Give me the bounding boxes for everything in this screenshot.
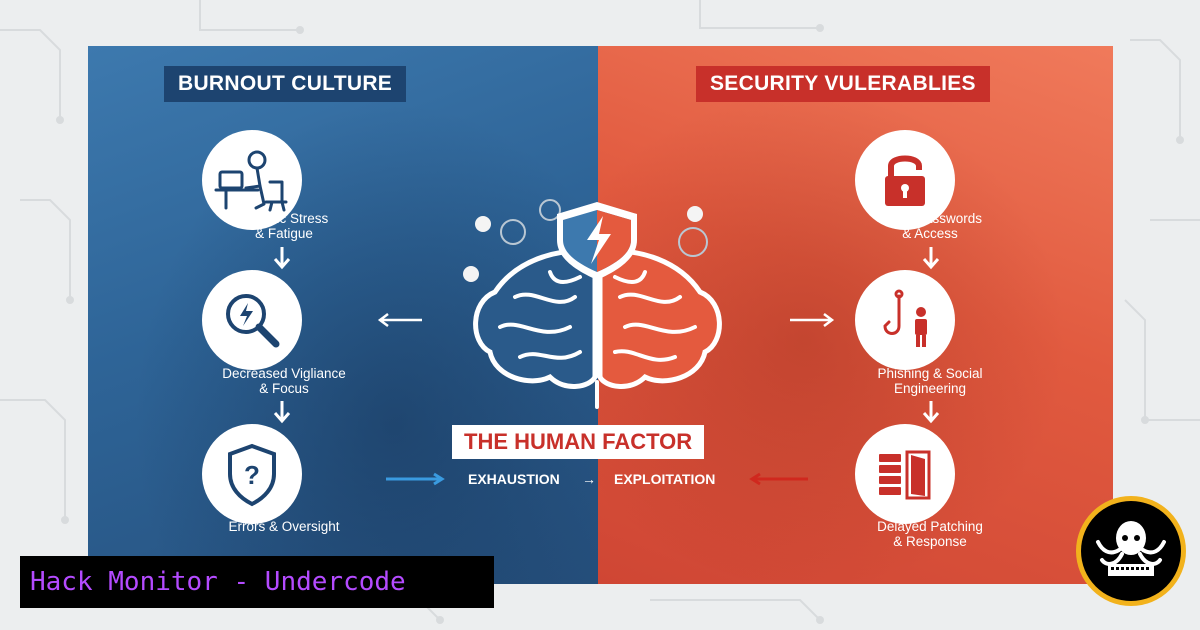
- step-weak-passwords: Weak Passwords& Access: [877, 211, 983, 241]
- arrow-blue-right: [386, 472, 446, 486]
- arrow-right: [790, 312, 836, 328]
- stressed-worker-icon: [202, 130, 302, 230]
- svg-text:?: ?: [244, 460, 260, 490]
- hack-monitor-banner: Hack Monitor - Undercode: [20, 556, 494, 608]
- brain-shield-icon: [463, 199, 722, 409]
- burnout-title: BURNOUT CULTURE: [164, 66, 407, 102]
- phishing-hook-icon: [855, 270, 955, 370]
- undercode-octopus-logo: [1076, 496, 1186, 606]
- human-factor-title: THE HUMAN FACTOR: [452, 425, 705, 459]
- step-decreased-vigilance: Decreased Vigliance& Focus: [222, 366, 346, 396]
- flow-exhaustion: EXHAUSTION: [468, 471, 560, 487]
- step-errors-oversight: Errors & Oversight: [228, 519, 340, 534]
- padlock-icon: [855, 130, 955, 230]
- flow-arrow: →: [582, 471, 596, 487]
- arrow-down-2: [273, 401, 291, 425]
- question-shield-icon: ?: [202, 424, 302, 524]
- magnifier-icon: [202, 270, 302, 370]
- arrow-down-3: [922, 247, 940, 271]
- arrow-down-4: [922, 401, 940, 425]
- arrow-left: [376, 312, 422, 328]
- step-chronic-stress: Chronic Stress& Fatigue: [239, 211, 329, 241]
- arrow-red-left: [746, 472, 808, 486]
- server-door-icon: [855, 424, 955, 524]
- flow-exploitation: EXPLOITATION: [614, 471, 716, 487]
- step-delayed-patching: Delayed Patching& Response: [877, 519, 983, 549]
- arrow-down-1: [273, 247, 291, 271]
- security-title: SECURITY VULERABLIES: [696, 66, 990, 102]
